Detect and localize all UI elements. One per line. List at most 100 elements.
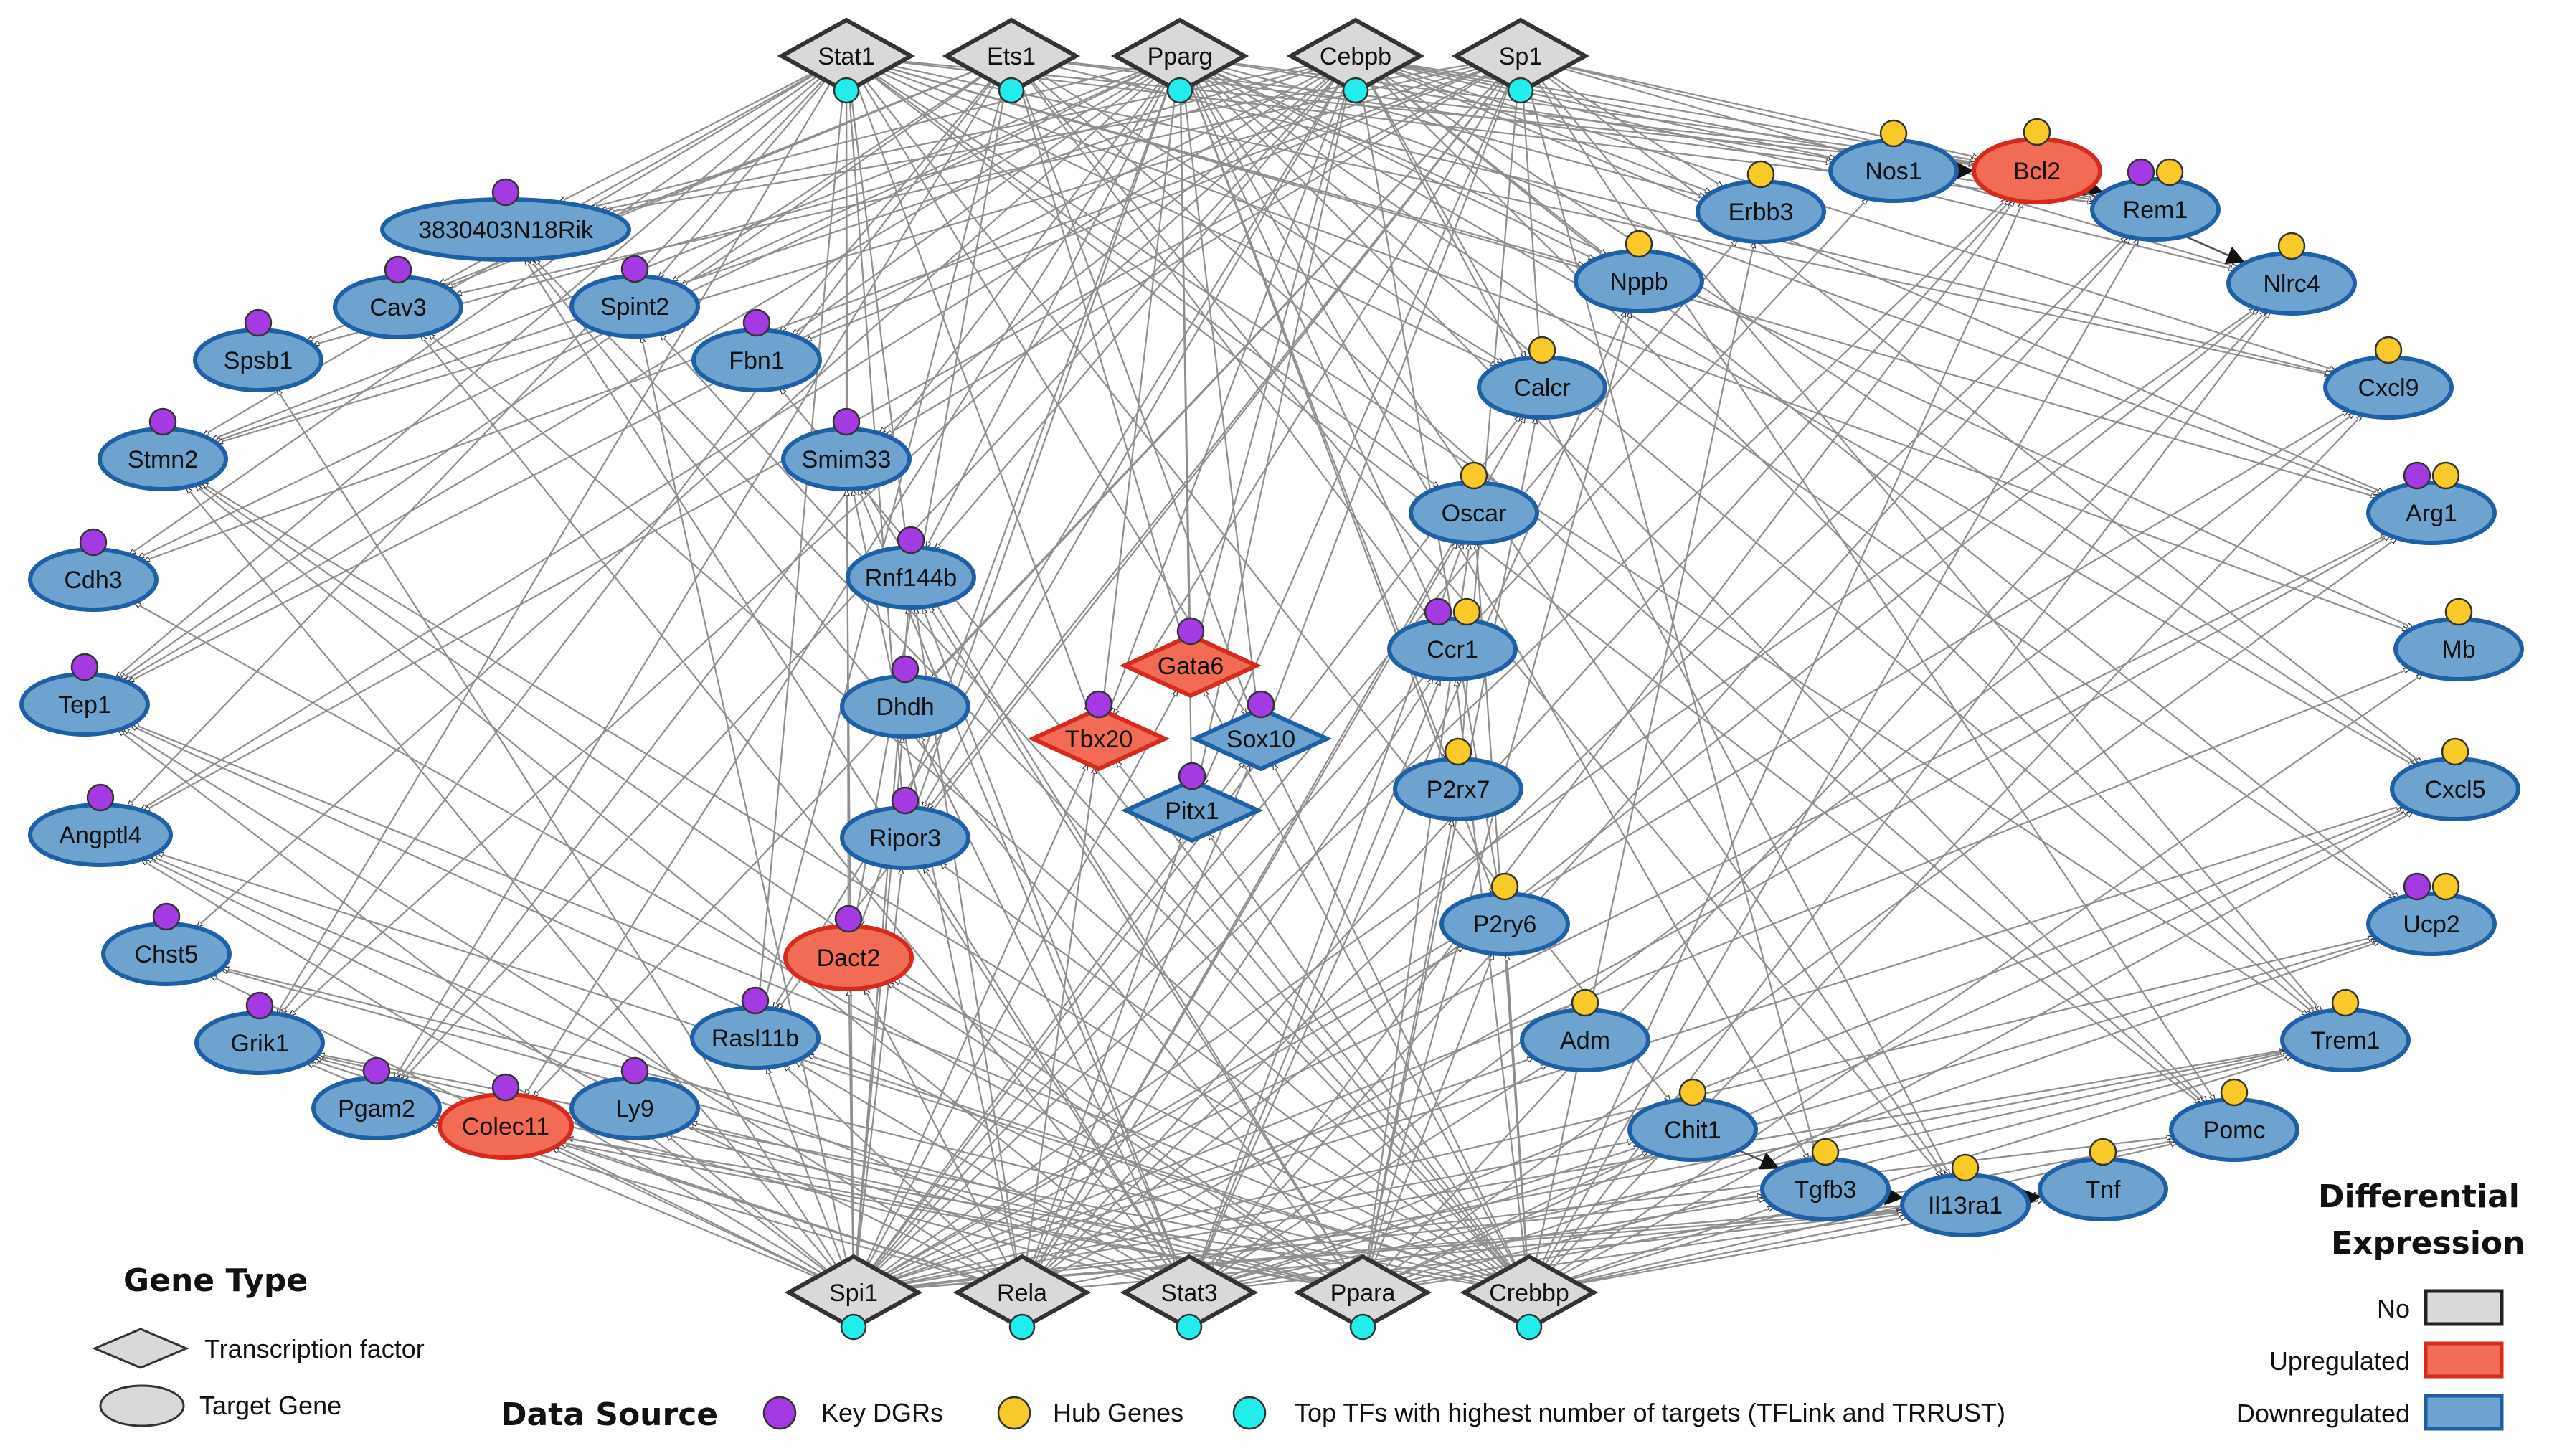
edge-sp1-to-fbn1 xyxy=(805,70,1484,342)
node-label: Trem1 xyxy=(2311,1027,2381,1054)
node-label: Spsb1 xyxy=(224,347,293,374)
hub-gene-dot-icon xyxy=(2444,597,2473,626)
node-cxcl5[interactable]: Cxcl5 xyxy=(2390,737,2520,821)
key-dgr-dot-icon xyxy=(1178,762,1206,790)
hub-gene-dot-icon xyxy=(2089,1138,2117,1166)
tf-diamond-shape xyxy=(952,1254,1092,1331)
node-spsb1[interactable]: Spsb1 xyxy=(193,308,323,392)
node-label: Tep1 xyxy=(58,691,111,719)
node-rasl11b[interactable]: Rasl11b xyxy=(690,986,821,1070)
node-mb[interactable]: Mb xyxy=(2393,597,2524,681)
node-stat3[interactable]: Stat3 xyxy=(1120,1254,1259,1341)
node-dact2[interactable]: Dact2 xyxy=(783,904,914,991)
node-tbx20[interactable]: Tbx20 xyxy=(1027,690,1171,772)
node-angptl4[interactable]: Angptl4 xyxy=(28,783,173,867)
edge-pparg-to-pgam2 xyxy=(398,80,1162,1079)
node-p2rx7[interactable]: P2rx7 xyxy=(1393,737,1523,821)
node-ucp2[interactable]: Ucp2 xyxy=(2366,872,2497,956)
node-gata6[interactable]: Gata6 xyxy=(1119,617,1262,699)
node-erbb3[interactable]: Erbb3 xyxy=(1696,160,1826,244)
tf-diamond-shape xyxy=(777,17,916,95)
strong-edge-chit1-to-tgfb3 xyxy=(1738,1149,1780,1170)
node-label: Rem1 xyxy=(2123,197,2188,224)
node-calcr[interactable]: Calcr xyxy=(1477,336,1607,420)
top-tf-dot-icon xyxy=(1166,77,1193,104)
edge-stat3-to-rem1 xyxy=(1209,237,2131,1270)
key-dgr-dot-icon xyxy=(1084,690,1113,719)
edge-cebpb-to-rnf144b xyxy=(935,80,1335,549)
node-tnf[interactable]: Tnf xyxy=(2038,1138,2168,1221)
node-adm[interactable]: Adm xyxy=(1520,988,1650,1072)
node-pparg[interactable]: Pparg xyxy=(1110,17,1249,104)
node-cxcl9[interactable]: Cxcl9 xyxy=(2323,336,2454,420)
node-smim33[interactable]: Smim33 xyxy=(781,407,912,491)
hub-gene-dot-icon xyxy=(1746,160,1775,189)
gene-ellipse-shape xyxy=(2366,481,2497,545)
key-dgr-dot-icon xyxy=(491,178,520,207)
edge-cebpb-to-grik1 xyxy=(289,77,1332,1016)
node-spint2[interactable]: Spint2 xyxy=(569,255,700,339)
node-crebbp[interactable]: Crebbp xyxy=(1460,1254,1599,1341)
node-trem1[interactable]: Trem1 xyxy=(2280,988,2411,1072)
node-3830403n18rik[interactable]: 3830403N18Rik xyxy=(380,178,631,262)
node-oscar[interactable]: Oscar xyxy=(1409,461,1539,545)
node-chit1[interactable]: Chit1 xyxy=(1627,1078,1758,1162)
node-grik1[interactable]: Grik1 xyxy=(194,991,325,1075)
node-cav3[interactable]: Cav3 xyxy=(333,255,463,339)
top-tf-dot-icon xyxy=(998,77,1025,104)
node-pomc[interactable]: Pomc xyxy=(2169,1078,2299,1162)
node-stmn2[interactable]: Stmn2 xyxy=(98,407,228,491)
node-colec11[interactable]: Colec11 xyxy=(438,1073,574,1160)
tf-diamond-shape xyxy=(1110,17,1249,95)
node-rem1[interactable]: Rem1 xyxy=(2090,158,2221,242)
node-nos1[interactable]: Nos1 xyxy=(1828,119,1959,203)
node-label: Ets1 xyxy=(987,43,1036,70)
node-rela[interactable]: Rela xyxy=(952,1254,1092,1341)
key-dgr-dot-icon xyxy=(244,308,273,337)
tf-diamond-shape xyxy=(942,17,1081,95)
edge-crebbp-to-dact2 xyxy=(894,978,1495,1277)
gene-ellipse-shape xyxy=(2366,892,2497,956)
node-bcl2[interactable]: Bcl2 xyxy=(1972,118,2102,204)
node-cebpb[interactable]: Cebpb xyxy=(1286,17,1425,104)
edge-ppara-to-arg1 xyxy=(1390,538,2397,1273)
edge-stat3-to-ripor3 xyxy=(922,866,1173,1267)
node-ly9[interactable]: Ly9 xyxy=(569,1056,700,1140)
edge-rela-to-bcl2 xyxy=(1043,199,2011,1270)
key-dgr-dot-icon xyxy=(620,255,649,283)
node-spi1[interactable]: Spi1 xyxy=(784,1254,923,1341)
node-il13ra1[interactable]: Il13ra1 xyxy=(1900,1153,2031,1237)
edge-sp1-to-3830403n18rik xyxy=(607,63,1472,212)
node-stat1[interactable]: Stat1 xyxy=(777,17,916,104)
node-ets1[interactable]: Ets1 xyxy=(942,17,1081,104)
node-nppb[interactable]: Nppb xyxy=(1574,230,1704,313)
edge-ppara-to-tep1 xyxy=(130,724,1328,1277)
edge-crebbp-to-bcl2 xyxy=(1541,202,2024,1264)
key-dgr-dot-icon xyxy=(741,986,770,1015)
legend-data-source-title: Data Source xyxy=(501,1396,718,1433)
edge-cebpb-to-spsb1 xyxy=(313,67,1313,345)
node-rnf144b[interactable]: Rnf144b xyxy=(846,526,976,610)
node-ripor3[interactable]: Ripor3 xyxy=(840,786,970,870)
node-nlrc4[interactable]: Nlrc4 xyxy=(2226,232,2357,316)
node-cdh3[interactable]: Cdh3 xyxy=(28,528,159,612)
node-tep1[interactable]: Tep1 xyxy=(19,653,150,737)
node-pitx1[interactable]: Pitx1 xyxy=(1120,762,1264,843)
node-sp1[interactable]: Sp1 xyxy=(1451,17,1590,104)
node-ccr1[interactable]: Ccr1 xyxy=(1387,597,1518,681)
node-dhdh[interactable]: Dhdh xyxy=(840,655,970,739)
key-dgr-dot-icon xyxy=(70,653,99,681)
node-label: Cdh3 xyxy=(64,567,122,594)
node-pgam2[interactable]: Pgam2 xyxy=(311,1056,442,1140)
node-p2ry6[interactable]: P2ry6 xyxy=(1439,872,1570,956)
node-fbn1[interactable]: Fbn1 xyxy=(691,308,822,392)
node-sox10[interactable]: Sox10 xyxy=(1189,690,1333,772)
edge-ets1-to-sox10 xyxy=(1021,85,1252,713)
node-arg1[interactable]: Arg1 xyxy=(2366,461,2497,545)
edge-sp1-to-erbb3 xyxy=(1550,74,1724,189)
node-chst5[interactable]: Chst5 xyxy=(101,902,232,986)
edge-spi1-to-spint2 xyxy=(641,336,848,1261)
node-ppara[interactable]: Ppara xyxy=(1293,1254,1432,1341)
node-tgfb3[interactable]: Tgfb3 xyxy=(1760,1138,1891,1221)
node-label: Il13ra1 xyxy=(1928,1192,2003,1219)
